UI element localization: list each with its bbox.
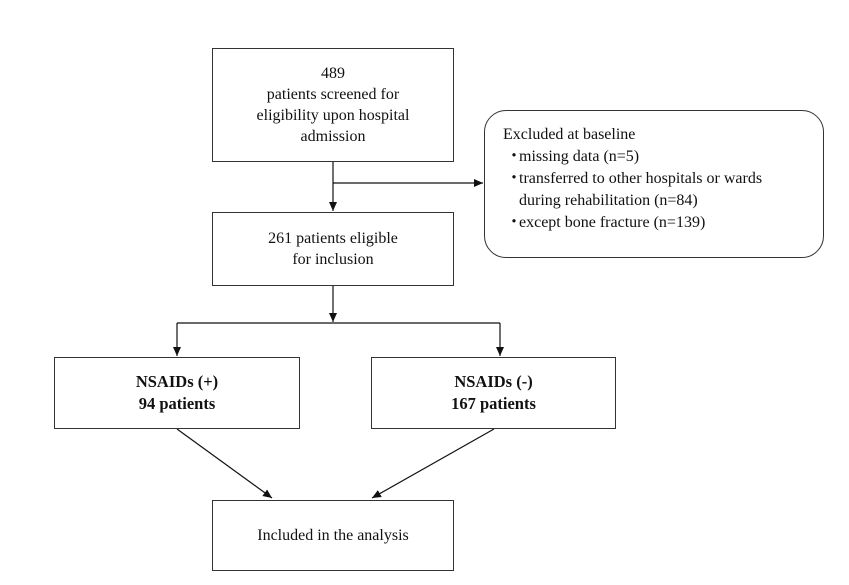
excluded-item-line: except bone fracture (n=139) xyxy=(519,214,706,231)
screened-count: 489 xyxy=(321,65,345,82)
bullet-icon: ・ xyxy=(506,214,523,231)
excluded-item: ・ except bone fracture (n=139) xyxy=(503,212,823,234)
excluded-item: ・ missing data (n=5) xyxy=(503,146,823,168)
analysis-box: Included in the analysis xyxy=(212,500,454,571)
excluded-box: Excluded at baseline ・ missing data (n=5… xyxy=(484,110,824,258)
excluded-item-text: transferred to other hospitals or wards … xyxy=(519,168,762,212)
arrow-nsaid-plus-to-analysis xyxy=(176,428,273,499)
bullet-icon: ・ xyxy=(506,170,523,187)
excluded-item-line: transferred to other hospitals or wards xyxy=(519,170,763,187)
arrow-nsaid-minus-to-analysis xyxy=(371,428,495,499)
bullet-icon: ・ xyxy=(506,148,523,165)
eligible-line-2: for inclusion xyxy=(292,251,374,268)
screened-line-2: eligibility upon hospital xyxy=(256,107,410,124)
screened-box: 489 patients screened for eligibility up… xyxy=(212,48,454,162)
eligible-line-1: 261 patients eligible xyxy=(268,230,398,247)
nsaid-plus-count: 94 patients xyxy=(138,394,216,413)
excluded-item: ・ transferred to other hospitals or ward… xyxy=(503,168,823,212)
excluded-item-line: during rehabilitation (n=84) xyxy=(519,192,698,209)
excluded-item-text: except bone fracture (n=139) xyxy=(519,212,705,234)
screened-line-3: admission xyxy=(300,128,366,145)
excluded-title: Excluded at baseline xyxy=(503,126,636,143)
nsaid-plus-label: NSAIDs (+) xyxy=(135,372,219,391)
nsaid-minus-box: NSAIDs (-) 167 patients xyxy=(371,357,616,429)
screened-line-1: patients screened for xyxy=(266,86,400,103)
analysis-label: Included in the analysis xyxy=(257,527,409,544)
nsaid-minus-count: 167 patients xyxy=(451,394,536,413)
excluded-item-line: missing data (n=5) xyxy=(519,148,640,165)
excluded-item-text: missing data (n=5) xyxy=(519,146,639,168)
eligible-box: 261 patients eligible for inclusion xyxy=(212,212,454,286)
nsaid-minus-label: NSAIDs (-) xyxy=(454,372,533,391)
nsaid-plus-box: NSAIDs (+) 94 patients xyxy=(54,357,300,429)
